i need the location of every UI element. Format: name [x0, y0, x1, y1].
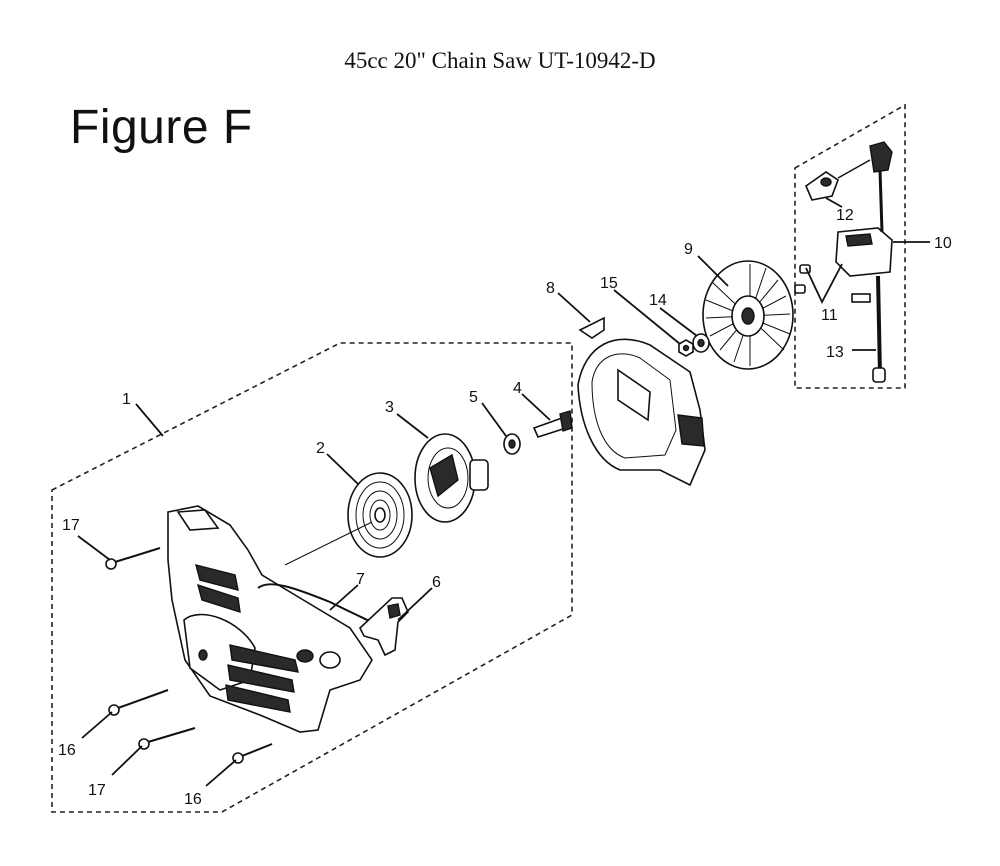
callout-17-upper: 17 [62, 517, 80, 534]
nut-part-15 [678, 339, 694, 357]
callout-11: 11 [821, 307, 838, 324]
callout-4: 4 [513, 380, 522, 397]
callout-3: 3 [385, 399, 394, 416]
callout-labels: 1 2 3 4 5 6 7 8 9 10 11 12 13 14 15 16 1… [58, 207, 952, 808]
callout-17-lower: 17 [88, 782, 106, 799]
callout-1: 1 [122, 391, 131, 408]
callout-13: 13 [826, 344, 844, 361]
washer-part-5 [503, 433, 521, 455]
document-title: 45cc 20" Chain Saw UT-10942-D [344, 48, 656, 73]
callout-6: 6 [432, 574, 441, 591]
callout-2: 2 [316, 440, 325, 457]
callout-15: 15 [600, 275, 618, 292]
screw-part-16-right [232, 743, 273, 764]
screw-part-4 [532, 410, 573, 438]
callout-16-right: 16 [184, 791, 202, 808]
recoil-spring-part [347, 472, 413, 558]
fan-housing-part [577, 316, 706, 487]
callout-16-left: 16 [58, 742, 76, 759]
ignition-group-outline [794, 103, 906, 389]
starter-assembly-group-outline [51, 342, 573, 813]
assembly-axis-line [284, 521, 373, 566]
spark-plug-boot-part [805, 159, 871, 201]
screw-part-16-left [108, 689, 169, 716]
callout-8: 8 [546, 280, 555, 297]
starter-handle-part [359, 597, 409, 657]
flywheel-part [702, 260, 794, 370]
callout-14: 14 [649, 292, 667, 309]
washer-part-14 [692, 333, 710, 353]
leader-lines [77, 197, 930, 787]
callout-7: 7 [356, 571, 365, 588]
screw-part-17-upper [105, 547, 161, 570]
ignition-module-part [835, 141, 893, 383]
callout-5: 5 [469, 389, 478, 406]
callout-12: 12 [836, 207, 854, 224]
figure-title: Figure F [70, 101, 253, 154]
ignition-screws-part [794, 264, 811, 294]
starter-housing-part [167, 505, 373, 733]
screw-part-17-lower [138, 727, 196, 750]
callout-9: 9 [684, 241, 693, 258]
starter-pulley-part [414, 433, 489, 523]
callout-10: 10 [934, 235, 952, 252]
